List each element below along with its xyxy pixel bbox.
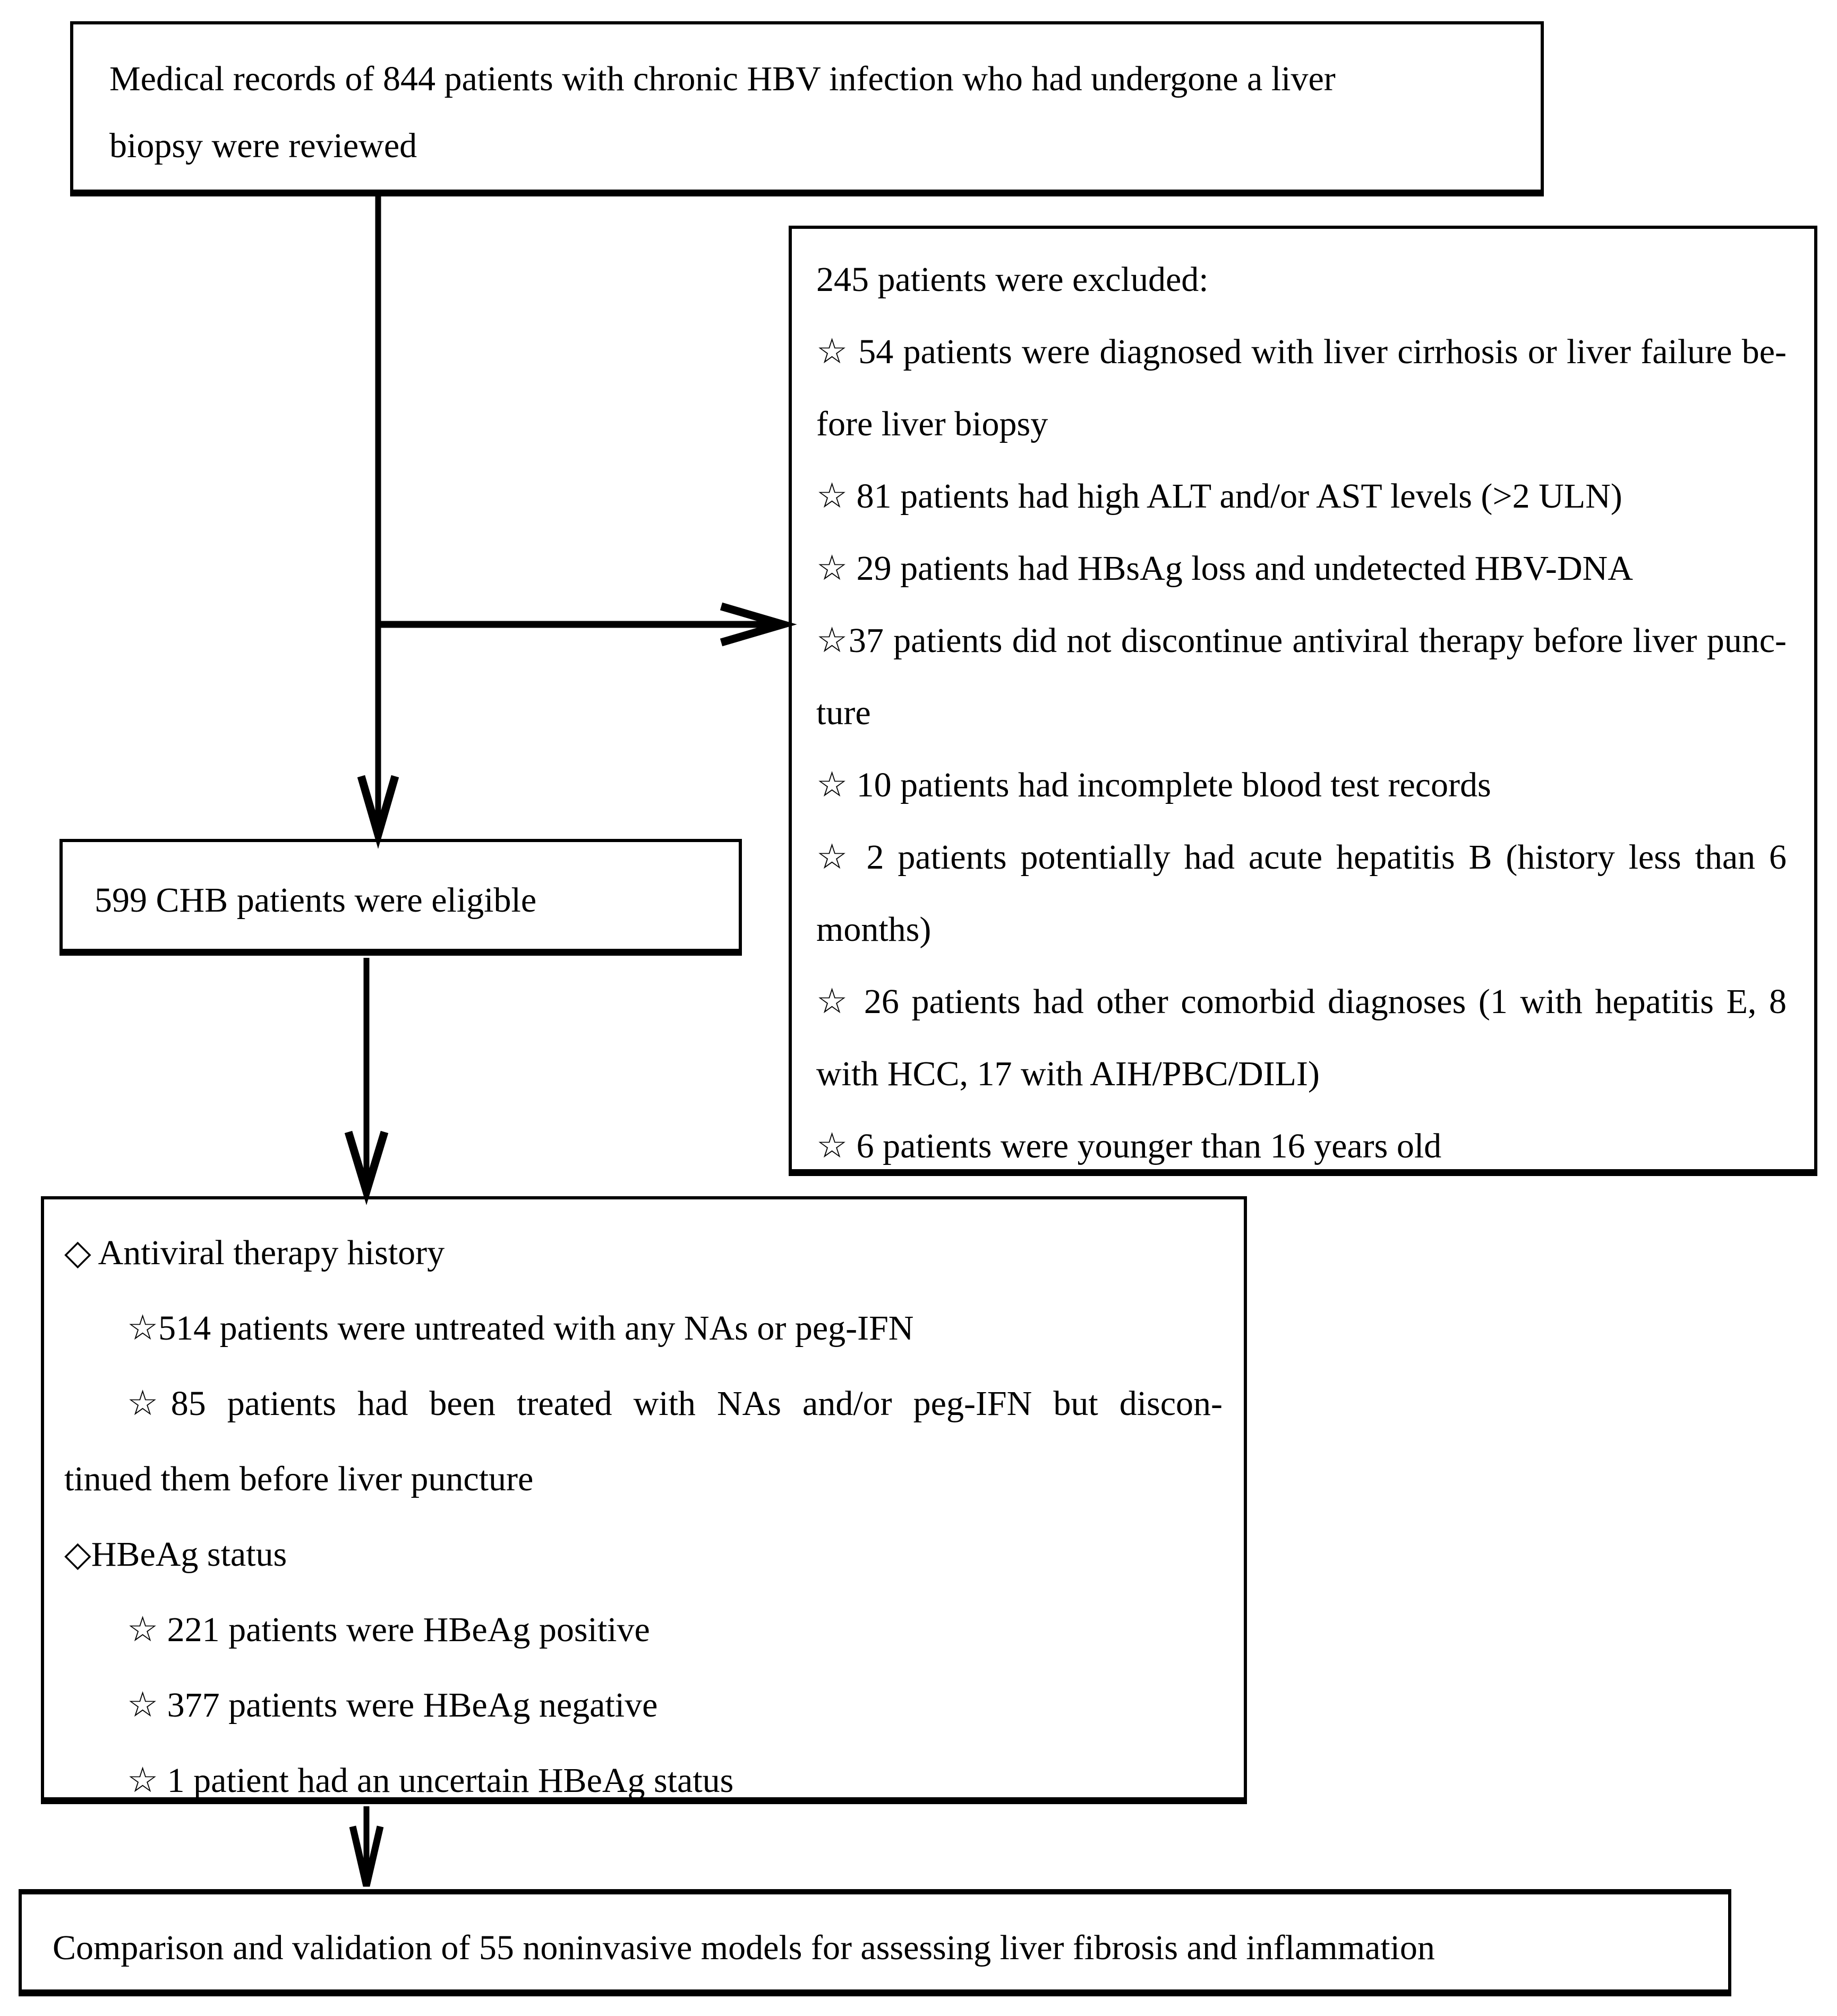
text-line: ☆514 patients were untreated with any NA…: [127, 1309, 914, 1348]
text-line: ◇ Antiviral therapy history: [64, 1233, 445, 1272]
text-line: ☆ 54 patients were diagnosed with liver …: [816, 332, 1787, 371]
text-line: ☆ 1 patient had an uncertain HBeAg statu…: [127, 1761, 734, 1800]
text-line: ture: [816, 693, 871, 732]
arrow-down-to-characteristics: [344, 958, 389, 1205]
text-line: ☆85 patients had been treated with NAs a…: [127, 1384, 1223, 1423]
text-line: fore liver biopsy: [816, 405, 1048, 443]
text-line: ☆ 26 patients had other comorbid diagnos…: [816, 982, 1787, 1021]
arrow-right-to-excluded: [375, 602, 797, 647]
text-line: ◇HBeAg status: [64, 1535, 287, 1574]
text-line: Comparison and validation of 55 noninvas…: [53, 1928, 1435, 1967]
text-line: 599 CHB patients were eligible: [95, 881, 537, 920]
text-line: biopsy were reviewed: [109, 126, 417, 165]
box-medical-records: Medical records of 844 patients with chr…: [70, 21, 1544, 196]
text-line: ☆ 81 patients had high ALT and/or AST le…: [816, 477, 1622, 516]
box-final-analysis: Comparison and validation of 55 noninvas…: [19, 1889, 1731, 1996]
text-line: ☆ 221 patients were HBeAg positive: [127, 1610, 650, 1649]
arrow-down-to-eligible: [357, 195, 399, 849]
text-line: ☆ 29 patients had HBsAg loss and undetec…: [816, 549, 1633, 588]
box-excluded-patients: 245 patients were excluded: ☆ 54 patient…: [789, 226, 1817, 1176]
text-line: ☆ 2 patients potentially had acute hepat…: [816, 838, 1787, 877]
text-line: Medical records of 844 patients with chr…: [109, 59, 1336, 98]
text-line: months): [816, 910, 932, 949]
text-line: tinued them before liver puncture: [64, 1460, 534, 1498]
text-line: ☆37 patients did not discontinue antivir…: [816, 621, 1787, 660]
text-line: ☆ 377 patients were HBeAg negative: [127, 1686, 658, 1725]
text-line: ☆ 6 patients were younger than 16 years …: [816, 1127, 1442, 1165]
text-line: ☆ 10 patients had incomplete blood test …: [816, 766, 1491, 804]
text-line: with HCC, 17 with AIH/PBC/DILI): [816, 1054, 1320, 1093]
box-eligible-patients: 599 CHB patients were eligible: [59, 839, 742, 956]
box-patient-characteristics: ◇ Antiviral therapy history ☆514 patient…: [41, 1196, 1247, 1804]
arrow-down-to-final: [349, 1806, 384, 1887]
text-line: 245 patients were excluded:: [816, 260, 1209, 299]
